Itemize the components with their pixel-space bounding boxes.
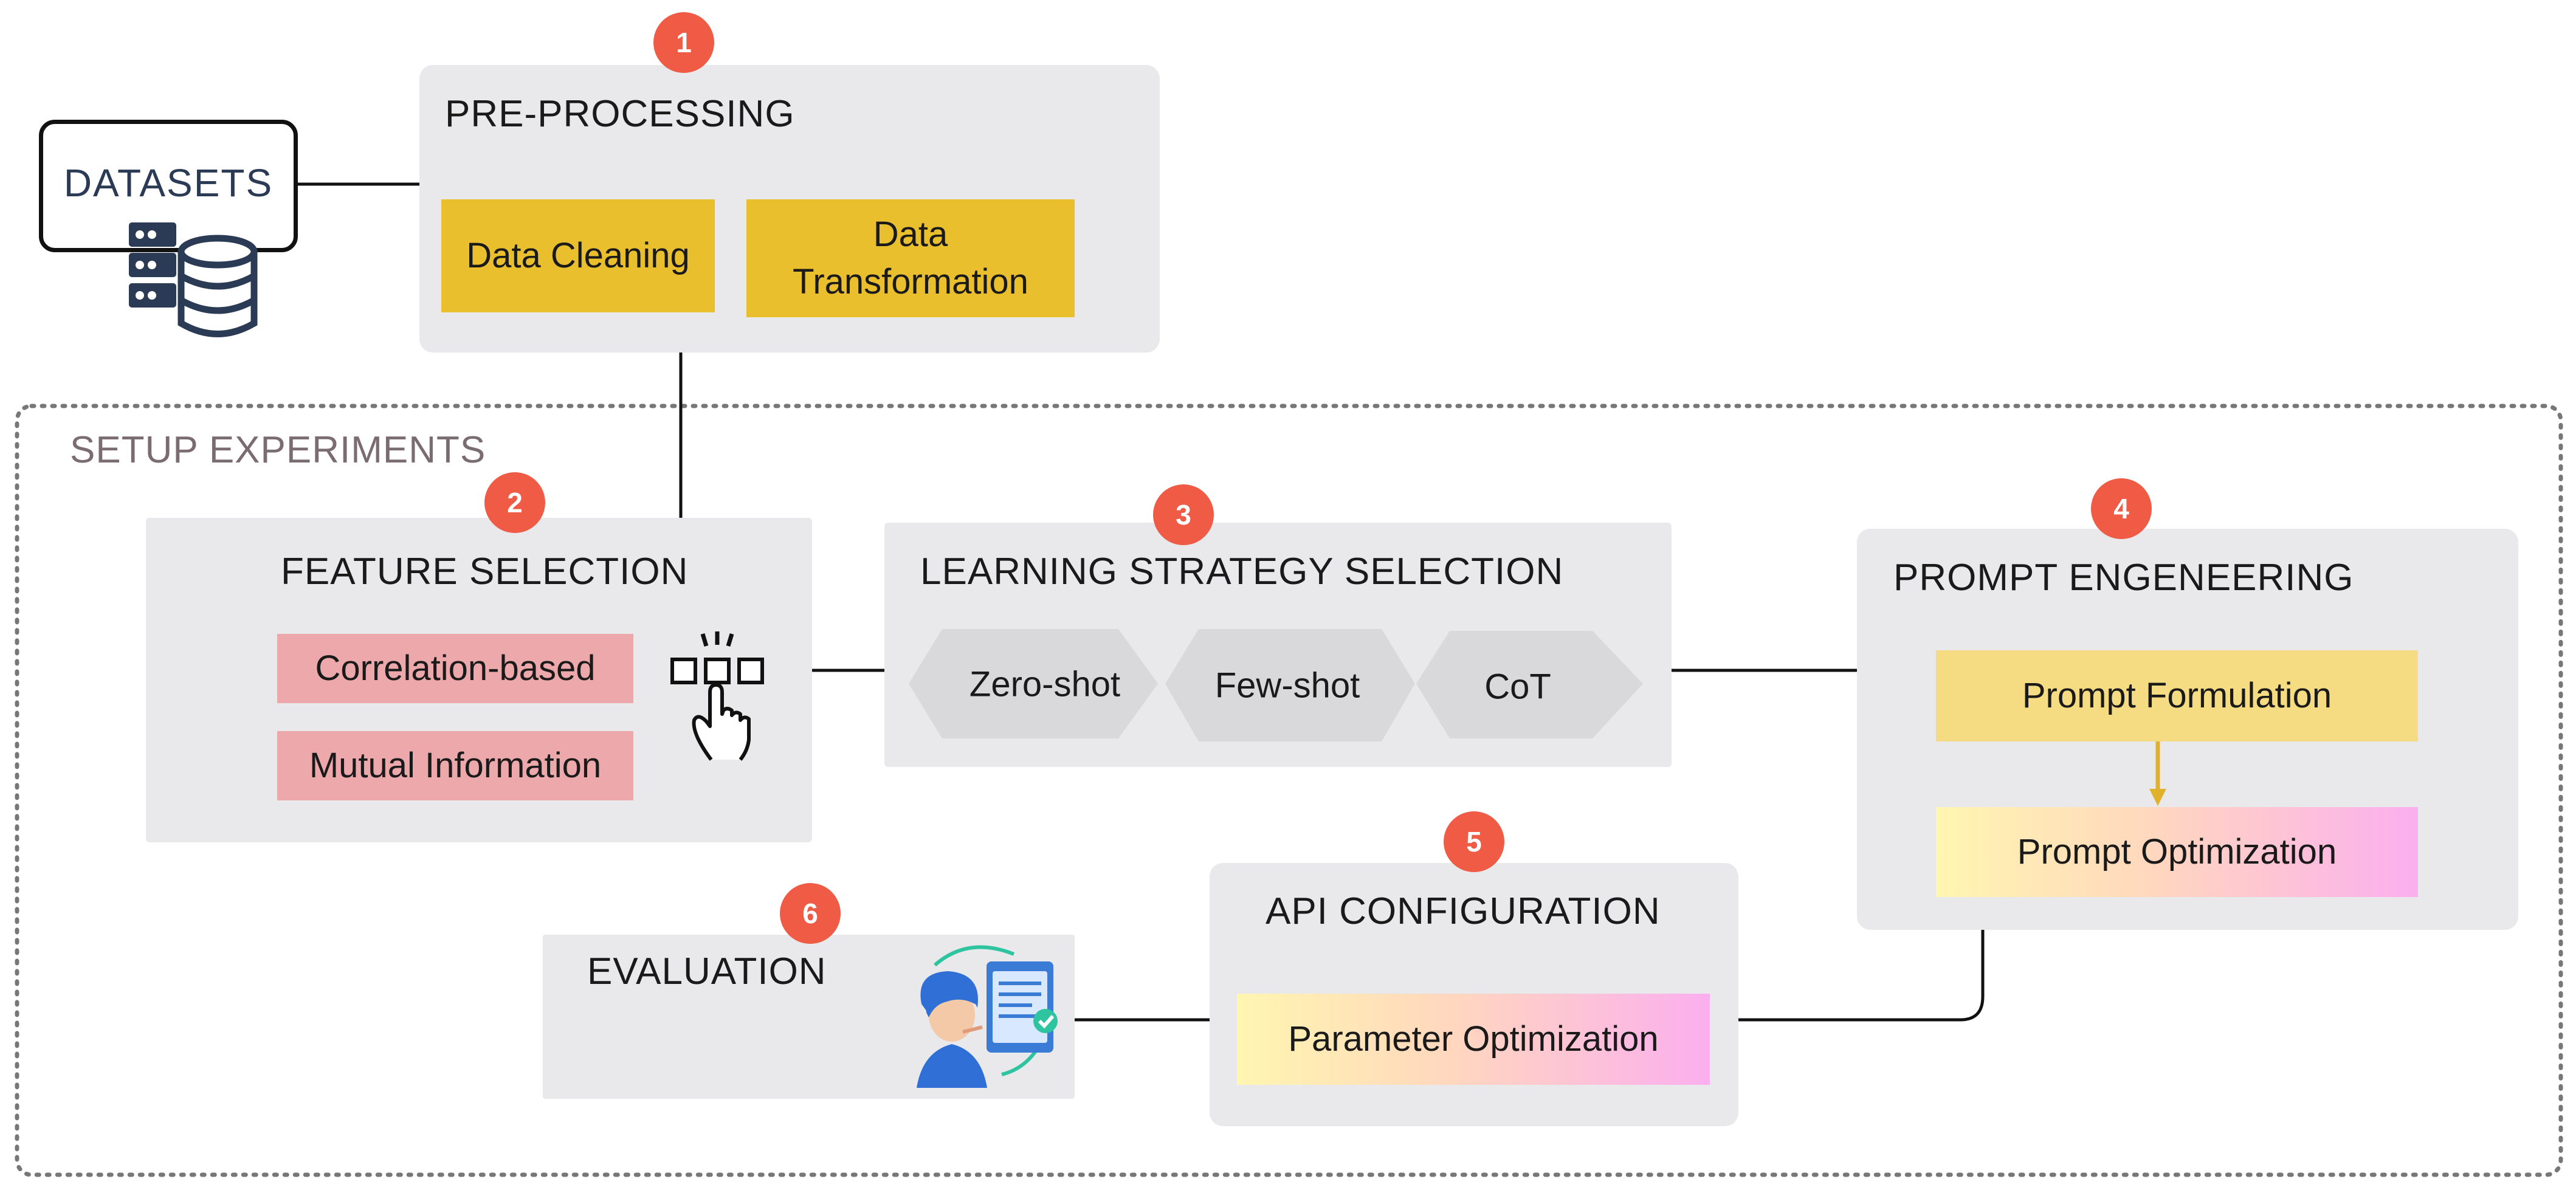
setup-experiments-label: SETUP EXPERIMENTS [70,429,486,471]
step-badge-2: 2 [484,472,545,533]
data-cleaning-box: Data Cleaning [441,199,715,312]
correlation-based-box: Correlation-based [277,634,633,703]
prompt-optimization-box: Prompt Optimization [1936,807,2418,897]
feature-selection-title: FEATURE SELECTION [281,551,689,593]
api-configuration-title: API CONFIGURATION [1266,890,1661,932]
formulation-to-optimization-arrow [2149,741,2166,806]
step-badge-4: 4 [2091,478,2152,539]
prompt-formulation-box: Prompt Formulation [1936,650,2418,741]
setup-experiments-frame [15,404,2563,1177]
data-transformation-box: Data Transformation [746,199,1075,317]
step-badge-5: 5 [1444,811,1504,872]
learning-strategy-hexagons [909,629,1643,741]
few-shot-label: Few-shot [1214,665,1360,706]
zero-shot-label: Zero-shot [969,664,1121,704]
database-server-icon [128,220,261,342]
step-badge-3: 3 [1153,484,1214,545]
prompt-engineering-title: PROMPT ENGENEERING [1893,557,2354,599]
learning-strategy-title: LEARNING STRATEGY SELECTION [920,551,1564,593]
cot-label: CoT [1484,667,1551,707]
datasets-label: DATASETS [63,161,274,205]
evaluation-title: EVALUATION [587,951,827,992]
connector-prompt-api [1738,930,1985,1022]
step-badge-6: 6 [780,883,841,944]
evaluation-panel [543,935,1075,1099]
step-badge-1: 1 [653,12,714,73]
preprocessing-title: PRE-PROCESSING [445,93,795,135]
mutual-information-box: Mutual Information [277,731,633,800]
evaluation-person-icon [904,936,1069,1088]
parameter-optimization-box: Parameter Optimization [1237,994,1710,1085]
hand-select-icon [669,629,766,766]
